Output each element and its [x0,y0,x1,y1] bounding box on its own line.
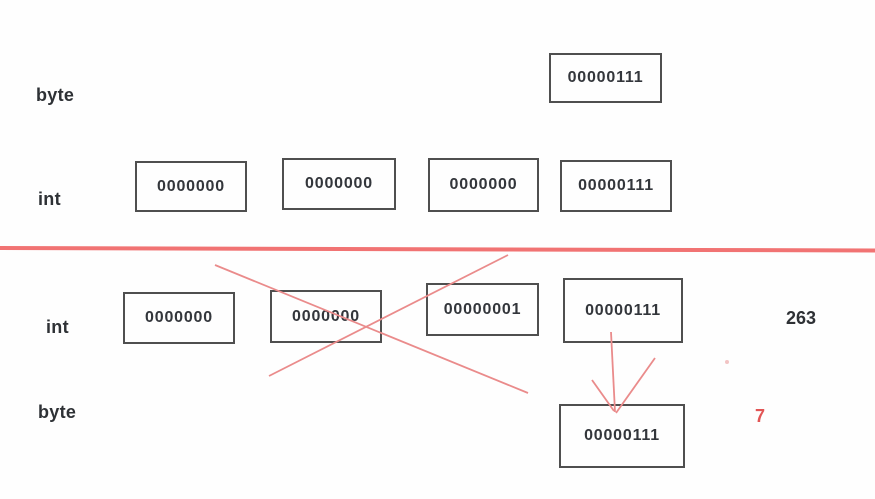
byte-label-bottom: byte [38,402,77,422]
int-box-top-2: 0000000 [282,158,396,210]
int-label-top: int [38,189,61,209]
int-box-top-4: 00000111 [560,160,672,212]
int-decimal-value: 263 [786,308,817,328]
red-arrow-shaft [610,331,616,413]
byte-label-top: byte [36,85,75,105]
int-box-bottom-4: 00000111 [563,278,683,343]
byte-box-top: 00000111 [549,53,662,103]
int-box-top-1: 0000000 [135,161,247,212]
byte-box-bottom: 00000111 [559,404,685,468]
red-separator-line [0,246,875,253]
int-label-bottom: int [46,317,69,337]
int-box-bottom-3: 00000001 [426,283,539,336]
byte-decimal-value: 7 [755,406,766,426]
red-dot [725,360,729,364]
int-box-bottom-2: 0000000 [270,290,382,343]
int-box-top-3: 0000000 [428,158,539,212]
int-box-bottom-1: 0000000 [123,292,235,344]
